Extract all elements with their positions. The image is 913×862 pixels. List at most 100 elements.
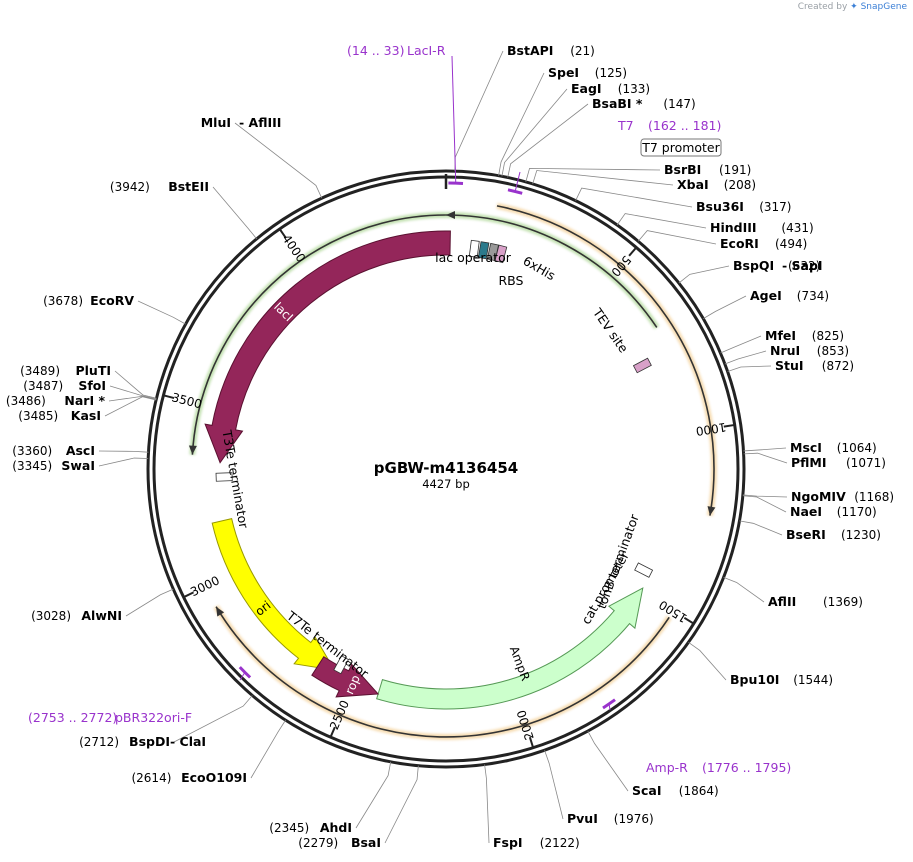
enzyme-name[interactable]: NaeI	[790, 504, 822, 519]
enzyme-name[interactable]: PluTI	[75, 363, 111, 378]
size-tick-mark	[683, 616, 695, 625]
enzyme-leader-line	[108, 395, 157, 402]
t7-promoter-box	[640, 138, 722, 157]
enzyme-name[interactable]: XbaI	[677, 177, 709, 192]
enzyme-name[interactable]: Bpu10I	[730, 672, 779, 687]
enzyme-labels: BstAPI(21)SpeI(125)EagI(133)BsaBI *(147)…	[6, 43, 894, 850]
enzyme-name[interactable]: AscI	[66, 443, 95, 458]
enzyme-name[interactable]: EagI	[571, 81, 602, 96]
enzyme-leader-line	[727, 365, 772, 372]
lac-operator-label: lac operator	[435, 250, 512, 265]
enzyme-position: (3942)	[110, 180, 150, 194]
size-tick-label: 3500	[170, 390, 203, 411]
enzyme-name[interactable]: KasI	[71, 408, 101, 423]
enzyme-name[interactable]: EcoO109I	[181, 770, 247, 785]
primer-name[interactable]: LacI-R	[407, 43, 446, 58]
t7te-terminator-mark	[333, 655, 350, 675]
primer-range: (2753 .. 2772)	[28, 710, 117, 725]
enzyme-name[interactable]: EcoRI	[720, 236, 759, 251]
t7-promoter-callout: T7 promoter	[640, 138, 722, 157]
enzyme-name[interactable]: EcoRV	[90, 293, 134, 308]
enzyme-name[interactable]: FspI	[493, 835, 523, 850]
enzyme-name[interactable]: NruI	[770, 343, 800, 358]
enzyme-leader-line	[742, 494, 788, 498]
enzyme-position: (825)	[812, 329, 844, 343]
enzyme-name[interactable]: BspDI	[129, 734, 170, 749]
enzyme-name[interactable]: NarI *	[64, 393, 105, 408]
enzyme-leader-line	[484, 764, 490, 844]
enzyme-leader-line	[212, 186, 257, 240]
plasmid-name: pGBW-m4136454	[374, 459, 518, 477]
enzyme-position: (3487)	[23, 379, 63, 393]
enzyme-leader-line	[125, 588, 174, 617]
enzyme-leader-line	[501, 88, 568, 177]
enzyme-leader-line	[114, 370, 157, 399]
enzyme-position: (2122)	[540, 836, 580, 850]
enzyme-name[interactable]: SwaI	[61, 458, 95, 473]
enzyme-name[interactable]: PflMI	[791, 455, 827, 470]
credit-prefix: Created by	[797, 2, 848, 12]
primer-name[interactable]: Amp-R	[646, 760, 688, 775]
enzyme-name[interactable]: - AflIII	[239, 115, 281, 130]
primer-binding-mark	[238, 666, 252, 679]
rbs-mark	[477, 241, 490, 260]
enzyme-name[interactable]: - ClaI	[170, 734, 206, 749]
amp-region-arc	[213, 605, 672, 740]
size-tick-label: 1000	[695, 420, 727, 438]
enzyme-leader-line	[743, 452, 788, 464]
enzyme-name[interactable]: BspQI	[733, 258, 774, 273]
primer-name[interactable]: T7	[617, 118, 634, 133]
enzyme-name[interactable]: MluI	[201, 115, 231, 130]
enzyme-leader-line	[507, 103, 589, 178]
enzyme-name[interactable]: MscI	[790, 440, 822, 455]
enzyme-name[interactable]: SfoI	[78, 378, 106, 393]
enzyme-position: (3360)	[12, 444, 52, 458]
enzyme-position: (1168)	[854, 490, 894, 504]
feature-arcs	[188, 202, 717, 740]
enzyme-position: (3486)	[6, 394, 46, 408]
enzyme-name[interactable]: AlwNI	[81, 608, 122, 623]
enzyme-name[interactable]: AgeI	[750, 288, 782, 303]
enzyme-position: (1544)	[793, 673, 833, 687]
enzyme-leader-line	[532, 170, 674, 186]
enzyme-name[interactable]: NgoMIV	[791, 489, 846, 504]
enzyme-leader-line	[688, 641, 727, 681]
ori-feature	[211, 518, 336, 671]
primer-binding-mark	[602, 698, 616, 710]
enzyme-leader-line	[98, 457, 149, 467]
enzyme-leader-line	[678, 265, 730, 284]
enzyme-position: (431)	[781, 221, 813, 235]
enzyme-name[interactable]: - SapI	[782, 258, 823, 273]
6xhis-label: 6xHis	[520, 253, 558, 283]
enzyme-position: (872)	[822, 359, 854, 373]
enzyme-name[interactable]: AflII	[768, 594, 796, 609]
primer-name[interactable]: pBR322ori-F	[115, 710, 192, 725]
enzyme-name[interactable]: ScaI	[632, 783, 662, 798]
size-tick-mark	[723, 423, 735, 428]
primer-range: (1776 .. 1795)	[702, 760, 791, 775]
enzyme-leader-line	[384, 765, 419, 844]
enzyme-name[interactable]: BsaBI *	[592, 96, 643, 111]
lac-region-arc	[188, 212, 447, 455]
enzyme-name[interactable]: MfeI	[765, 328, 796, 343]
enzyme-leader-line	[454, 50, 504, 172]
t7-promoter-label: T7 promoter	[641, 140, 720, 155]
leader-lines	[98, 50, 788, 844]
enzyme-leader-line	[724, 350, 767, 365]
enzyme-leader-line	[587, 730, 629, 792]
enzyme-name[interactable]: BseRI	[786, 527, 826, 542]
enzyme-name[interactable]: BstAPI	[507, 43, 553, 58]
enzyme-name[interactable]: StuI	[775, 358, 804, 373]
tev-site-label: TEV site	[589, 305, 631, 356]
enzyme-name[interactable]: PvuI	[567, 811, 598, 826]
enzyme-position: (1864)	[679, 784, 719, 798]
enzyme-name[interactable]: BsaI	[351, 835, 381, 850]
plasmid-length: 4427 bp	[422, 477, 470, 491]
rop-feature	[311, 656, 380, 698]
enzyme-name[interactable]: SpeI	[548, 65, 579, 80]
enzyme-name[interactable]: HindIII	[710, 220, 757, 235]
enzyme-name[interactable]: AhdI	[320, 820, 352, 835]
enzyme-name[interactable]: BsrBI	[664, 162, 701, 177]
enzyme-name[interactable]: Bsu36I	[696, 199, 744, 214]
enzyme-name[interactable]: BstEII	[168, 179, 209, 194]
